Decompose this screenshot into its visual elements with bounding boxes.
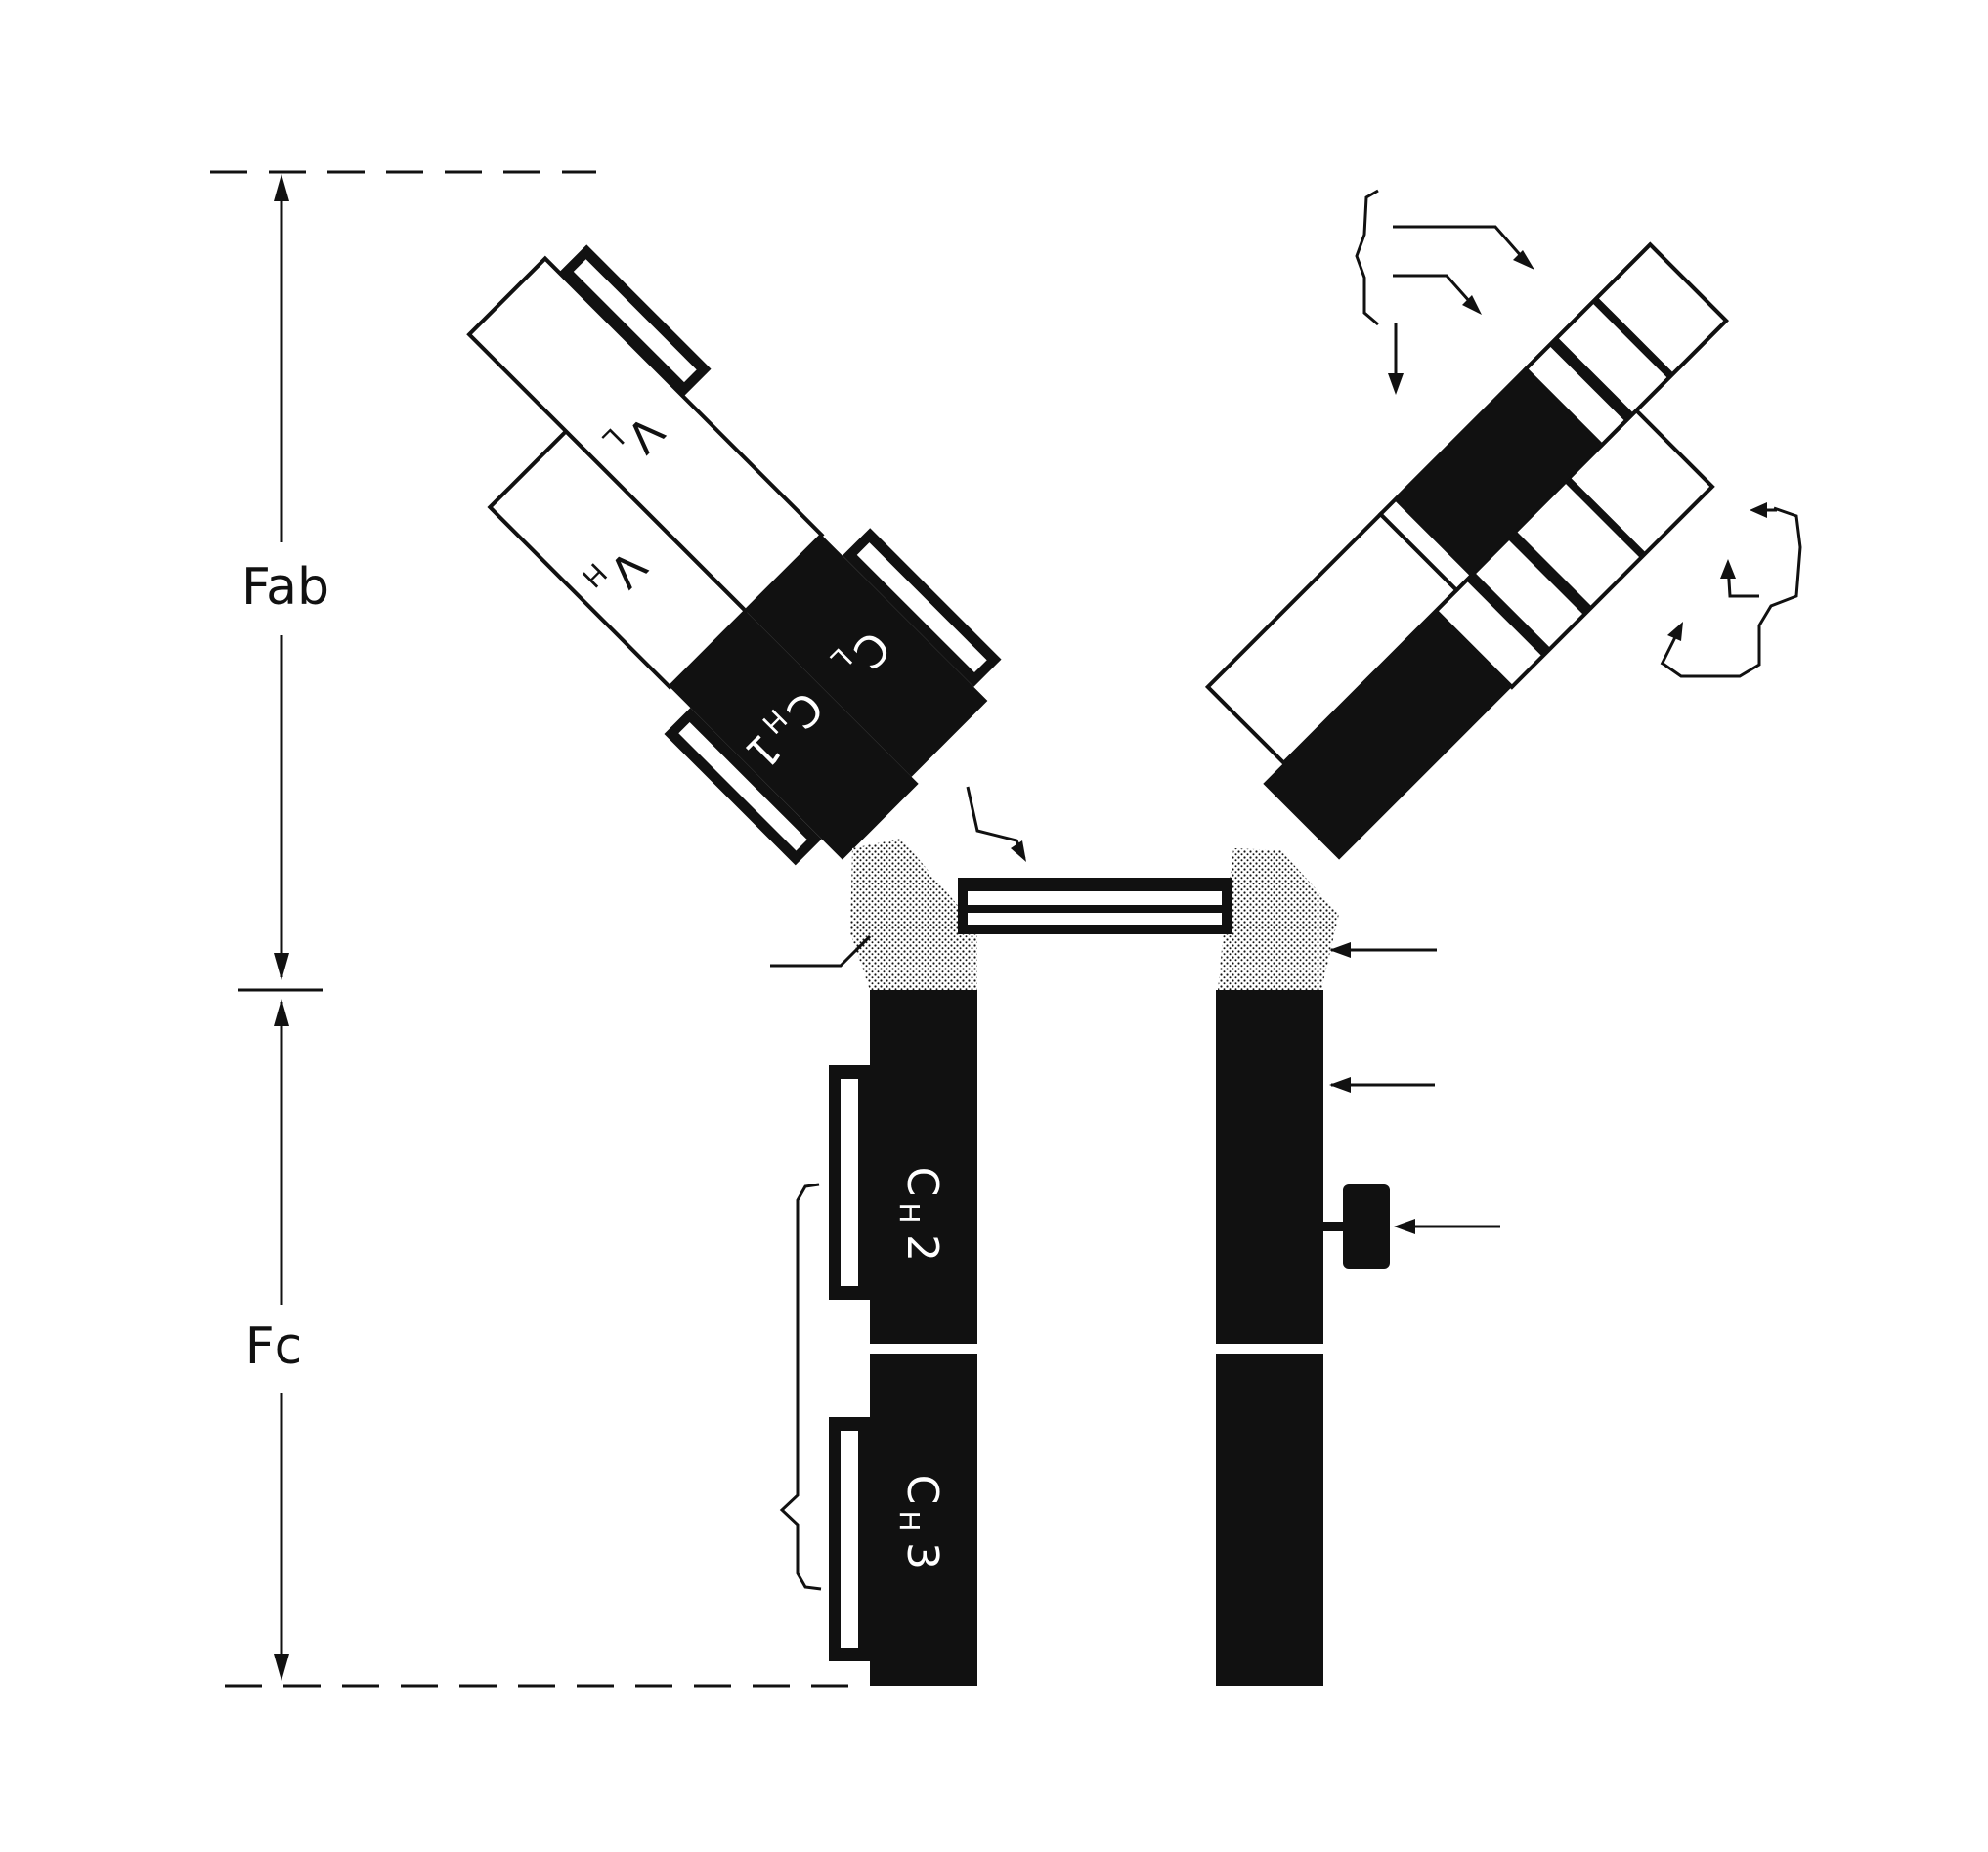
hinge-region xyxy=(850,839,1339,990)
variable-brace-right xyxy=(1661,506,1802,678)
right-ch2-domain xyxy=(1216,990,1323,1344)
right-vh-segment-line-2 xyxy=(1507,531,1592,616)
fab-arrowhead-down xyxy=(274,953,289,980)
ch2-intrachain-disulfide-inner xyxy=(841,1079,858,1286)
right-light-segment-line-2 xyxy=(1591,297,1674,379)
dimension-arrowheads xyxy=(274,174,289,1681)
cl-domain xyxy=(745,535,988,777)
left-fab-arm: V H C H 1 V L C L xyxy=(466,244,1002,866)
ch2-label-num: 2 xyxy=(897,1234,947,1262)
variable-arrowhead-6 xyxy=(1667,622,1683,641)
ch2-label: C xyxy=(897,1167,947,1197)
carbohydrate-arrowhead xyxy=(1394,1219,1415,1234)
right-vh-segment-line-1 xyxy=(1466,572,1551,657)
interchain-disulfide-bridge-top xyxy=(968,891,1222,905)
right-light-window xyxy=(1523,241,1729,449)
ch2-label-sub: H xyxy=(893,1202,926,1223)
fab-label: Fab xyxy=(241,558,329,617)
left-ch2-domain xyxy=(870,990,977,1344)
ch1-hinge-arrowhead xyxy=(1011,840,1026,862)
cl-intrachain-disulfide-inner xyxy=(856,542,987,673)
light-chain-left: V L C L xyxy=(466,244,1002,777)
right-vh-domain xyxy=(1263,611,1512,860)
left-hinge-stippled xyxy=(850,839,977,990)
left-ch3-domain xyxy=(870,1354,977,1686)
variable-pointer-2 xyxy=(1393,274,1480,312)
fc-arrowhead-down xyxy=(274,1654,289,1681)
right-vh-segment-line-3 xyxy=(1564,476,1647,559)
fc-region: C H 2 C H 3 xyxy=(829,990,1390,1686)
variable-pointer-5 xyxy=(1726,564,1759,598)
ch3-intrachain-disulfide-inner xyxy=(841,1431,858,1648)
dimension-markers xyxy=(210,170,848,1688)
ch2-right-arrowhead xyxy=(1329,1077,1351,1093)
variable-arrowhead-2 xyxy=(1462,295,1482,315)
variable-arrowhead-5 xyxy=(1720,559,1736,579)
carbohydrate-attachment xyxy=(1343,1184,1390,1269)
ch1-intrachain-disulfide-inner xyxy=(678,721,807,851)
fc-label: Fc xyxy=(245,1317,303,1376)
variable-brace-top xyxy=(1355,189,1379,326)
right-fab-arm xyxy=(1204,241,1729,860)
fc-arrowhead-up xyxy=(274,999,289,1026)
right-light-segment-line-1 xyxy=(1549,337,1634,422)
heavy-chain-fab-right xyxy=(1263,408,1715,860)
light-chain-right xyxy=(1204,241,1729,766)
variable-arrowhead-4 xyxy=(1750,502,1767,518)
ch3-label-num: 3 xyxy=(897,1542,947,1570)
variable-pointer-1 xyxy=(1393,225,1532,267)
pointer-arrowheads xyxy=(1011,250,1767,1234)
right-hinge-stippled xyxy=(1218,848,1339,990)
right-ch3-domain xyxy=(1216,1354,1323,1686)
variable-arrowhead-1 xyxy=(1513,250,1534,270)
right-light-dark-band xyxy=(1394,368,1602,577)
hinge-right-arrowhead xyxy=(1329,942,1351,958)
interchain-disulfide-bridge-bottom xyxy=(968,913,1222,925)
ch3-label-sub: H xyxy=(893,1510,926,1530)
fab-arrowhead-up xyxy=(274,174,289,201)
interchain-disulfide-bridge-outer xyxy=(958,878,1232,934)
hinge-pointer-left xyxy=(770,934,872,968)
vl-intrachain-disulfide-inner xyxy=(573,259,697,383)
fc-brace xyxy=(779,1183,822,1591)
ch1-domain xyxy=(670,611,919,860)
variable-arrowhead-3 xyxy=(1388,373,1404,395)
ch3-label: C xyxy=(897,1475,947,1505)
